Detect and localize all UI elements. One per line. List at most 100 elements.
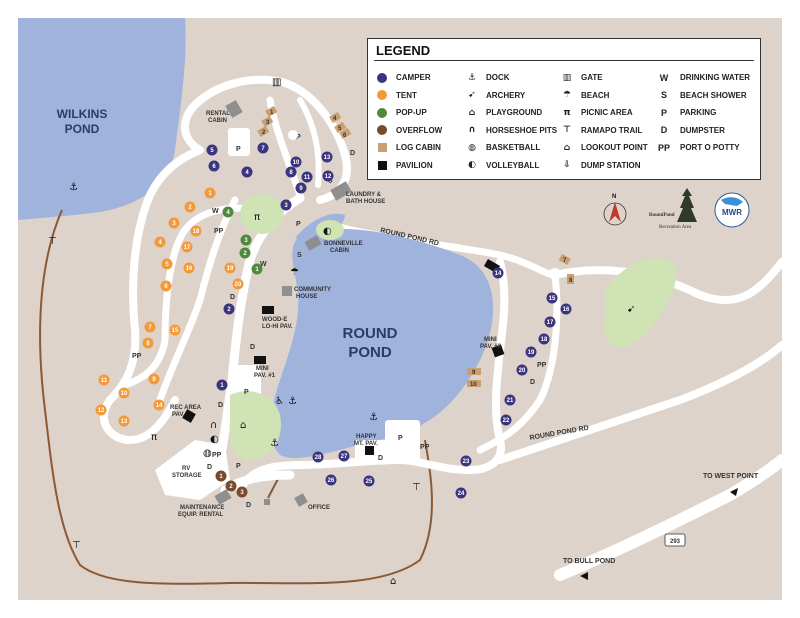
legend-icon: ⌂	[468, 107, 476, 118]
tent-site-marker	[183, 262, 195, 274]
camper-site-marker	[216, 379, 228, 391]
camper-site-marker	[544, 316, 556, 328]
popup-site-number: 1	[255, 267, 259, 273]
trail-marker-icon: ⊤	[72, 540, 81, 551]
svg-text:S: S	[297, 252, 302, 259]
legend-item: ⌂LOOKOUT POINT	[561, 139, 648, 157]
svg-text:STORAGE: STORAGE	[172, 473, 202, 479]
svg-text:PP: PP	[537, 362, 547, 369]
legend-label: ARCHERY	[486, 90, 526, 100]
svg-text:D: D	[530, 379, 535, 386]
legend-title: LEGEND	[376, 43, 431, 58]
legend-code: D	[660, 125, 668, 136]
svg-text:D: D	[218, 402, 223, 409]
camper-site-number: 1	[220, 383, 224, 389]
svg-text:PP: PP	[212, 452, 222, 459]
legend-label: PICNIC AREA	[581, 108, 633, 118]
legend-icon: ➹	[468, 90, 476, 101]
svg-text:CABIN: CABIN	[208, 118, 227, 124]
legend-label: LOG CABIN	[396, 143, 441, 153]
building-labels: RENTAL CABIN LAUNDRY & BATH HOUSE BONNEV…	[170, 111, 502, 518]
legend-icon: ∩	[468, 125, 476, 136]
svg-text:W: W	[212, 208, 219, 215]
svg-text:P: P	[296, 134, 301, 141]
camper-site-number: 12	[325, 174, 332, 180]
legend-icon: ◍	[468, 142, 476, 153]
popup-site-marker	[239, 247, 251, 259]
tent-site-number: 17	[184, 245, 191, 251]
svg-text:MINI: MINI	[256, 366, 269, 372]
legend-item: ⊤RAMAPO TRAIL	[561, 122, 648, 140]
turnaround	[549, 268, 561, 280]
camper-site-number: 17	[547, 320, 554, 326]
svg-text:MWR: MWR	[722, 208, 742, 217]
route-shield: 293	[664, 533, 686, 547]
camper-site-marker	[312, 451, 324, 463]
overflow-site-marker	[236, 486, 248, 498]
legend-label: DUMPSTER	[680, 125, 725, 135]
legend-square-icon	[376, 159, 388, 171]
legend-square-icon	[376, 142, 388, 154]
svg-text:2: 2	[262, 130, 266, 136]
legend-label: PARKING	[680, 108, 717, 118]
to-bull-pond-label: TO BULL POND	[563, 558, 615, 565]
tent-site-marker	[190, 225, 202, 237]
legend-label: RAMAPO TRAIL	[581, 125, 643, 135]
tent-site-marker	[154, 236, 166, 248]
ramapo-trail	[39, 209, 433, 585]
camper-site-marker	[363, 475, 375, 487]
overflow-site-number: 3	[240, 490, 244, 496]
camper-site-number: 27	[341, 454, 348, 460]
archery-icon: ➹	[627, 304, 635, 315]
legend-label: BEACH	[581, 90, 610, 100]
camper-site-number: 15	[549, 296, 556, 302]
legend-label: PLAYGROUND	[486, 108, 543, 118]
picnic-icon: π	[254, 212, 260, 223]
brand-area: N RoundPond Recreation Area MWR	[603, 188, 750, 230]
svg-text:LAUNDRY &: LAUNDRY &	[346, 192, 382, 198]
trail-marker-icon: ⊤	[48, 236, 57, 247]
legend-label: GATE	[581, 73, 603, 83]
svg-text:PP: PP	[420, 444, 430, 451]
legend-item: ⚓DOCK	[466, 69, 557, 87]
round-pond-label-2: POND	[348, 344, 392, 361]
tent-site-marker	[232, 278, 244, 290]
legend-item: POP-UP	[376, 104, 442, 122]
camper-site-marker	[285, 166, 297, 178]
camper-site-number: 22	[503, 418, 510, 424]
compass-icon: N	[603, 194, 627, 226]
svg-text:MT. PAV.: MT. PAV.	[354, 441, 378, 447]
svg-text:10: 10	[470, 382, 477, 388]
svg-text:MINI: MINI	[484, 337, 497, 343]
camper-site-number: 3	[284, 203, 288, 209]
svg-text:3: 3	[266, 120, 270, 126]
camper-site-marker	[560, 303, 572, 315]
dock-icon: ⚓	[270, 438, 279, 449]
overflow-site-marker	[215, 470, 227, 482]
playground-icon: ⌂	[240, 420, 246, 431]
camper-site-marker	[241, 166, 253, 178]
svg-text:9: 9	[472, 370, 476, 376]
tent-site-number: 12	[98, 408, 105, 414]
camper-site-number: 23	[463, 459, 470, 465]
camper-site-number: 16	[563, 307, 570, 313]
tent-site-marker	[168, 217, 180, 229]
gate-icon: ▥	[272, 77, 281, 88]
camper-site-marker	[208, 160, 220, 172]
tent-site-marker	[204, 187, 216, 199]
popup-site-marker	[240, 234, 252, 246]
legend-item: PAVILION	[376, 157, 442, 175]
route-number: 293	[670, 539, 681, 545]
legend-icon: ⇩	[563, 160, 571, 171]
camper-site-marker	[504, 394, 516, 406]
horseshoe-icon: ∩	[210, 420, 217, 431]
svg-text:Recreation Area: Recreation Area	[659, 225, 692, 230]
turnaround	[288, 130, 298, 140]
